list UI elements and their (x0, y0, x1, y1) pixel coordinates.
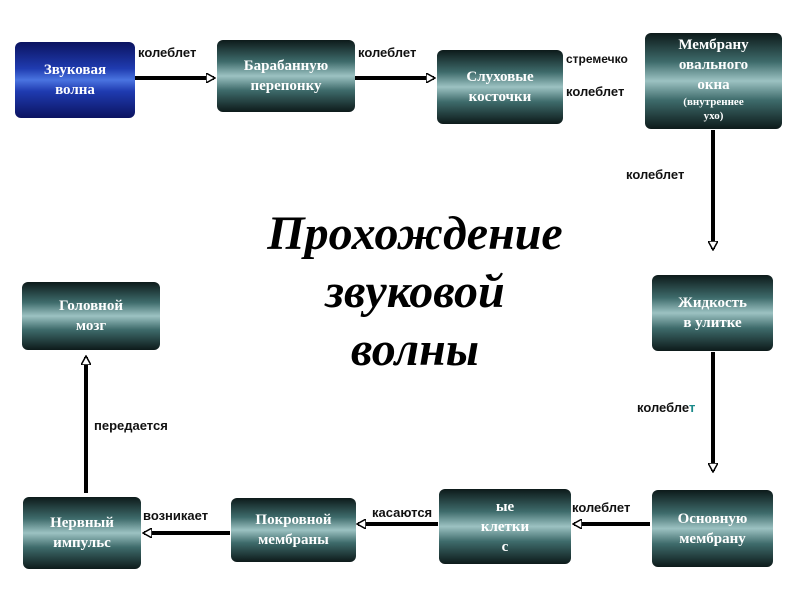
label-arises: возникает (143, 508, 209, 523)
node-text: Покровной (255, 512, 332, 528)
node-text: Головной (59, 298, 123, 314)
label-vibrates-5-main: колебле (637, 400, 689, 415)
node-brain: Головной мозг (22, 282, 160, 350)
label-vibrates-4: колеблет (626, 167, 685, 182)
node-text: клетки (480, 518, 530, 535)
node-cochlea-fluid: Жидкость в улитке (652, 275, 773, 351)
node-text: перепонку (250, 78, 322, 94)
node-text: косточки (468, 89, 532, 105)
label-vibrates-2: колеблет (358, 45, 417, 60)
node-oval-window: Мембрану овального окна (внутреннее ухо) (645, 33, 782, 129)
node-text: Жидкость (678, 295, 747, 311)
node-text: Барабанную (243, 58, 329, 74)
label-vibrates-3: колеблет (566, 84, 625, 99)
node-text: овального (678, 57, 749, 73)
node-text: мозг (75, 318, 107, 334)
label-vibrates-1: колеблет (138, 45, 197, 60)
node-nerve-impulse: Нервный импульс (23, 497, 141, 569)
node-text: Мембрану (678, 37, 749, 53)
node-text: мембраны (258, 532, 329, 548)
title-line: Прохождение (267, 207, 563, 260)
label-vibrates-6: колеблет (572, 500, 631, 515)
node-text: ые (495, 498, 515, 515)
node-ossicles: Слуховые косточки (437, 50, 563, 124)
node-text: в улитке (683, 315, 742, 331)
node-text: окна (697, 77, 730, 93)
node-text: Слуховые (466, 69, 534, 85)
label-transmitted: передается (94, 418, 168, 433)
node-text: Звуковая (43, 62, 107, 78)
node-tectorial-membrane: Покровной мембраны (231, 498, 356, 562)
title-line: звуковой (325, 265, 505, 318)
node-sound-wave: Звуковая волна (15, 42, 135, 118)
node-text: (внутреннее (683, 96, 744, 108)
node-text: волна (55, 82, 95, 98)
label-stapes: стремечко (566, 52, 628, 66)
label-vibrates-5: колеблет (637, 400, 695, 415)
node-basilar-membrane: Основную мембрану (652, 490, 773, 567)
node-text: Нервный (50, 515, 114, 531)
node-text: с (501, 538, 509, 555)
node-text: ухо) (703, 110, 724, 122)
title-line: волны (350, 323, 480, 376)
diagram-title: Прохождение звуковой волны (205, 205, 625, 379)
label-touch: касаются (372, 505, 433, 520)
node-text: мембрану (679, 530, 746, 547)
node-text: Основную (677, 510, 748, 527)
node-hair-cells: ые клетки с (439, 489, 571, 564)
node-text: импульс (53, 535, 111, 551)
node-eardrum: Барабанную перепонку (217, 40, 355, 112)
label-vibrates-5-tail: т (688, 400, 696, 415)
